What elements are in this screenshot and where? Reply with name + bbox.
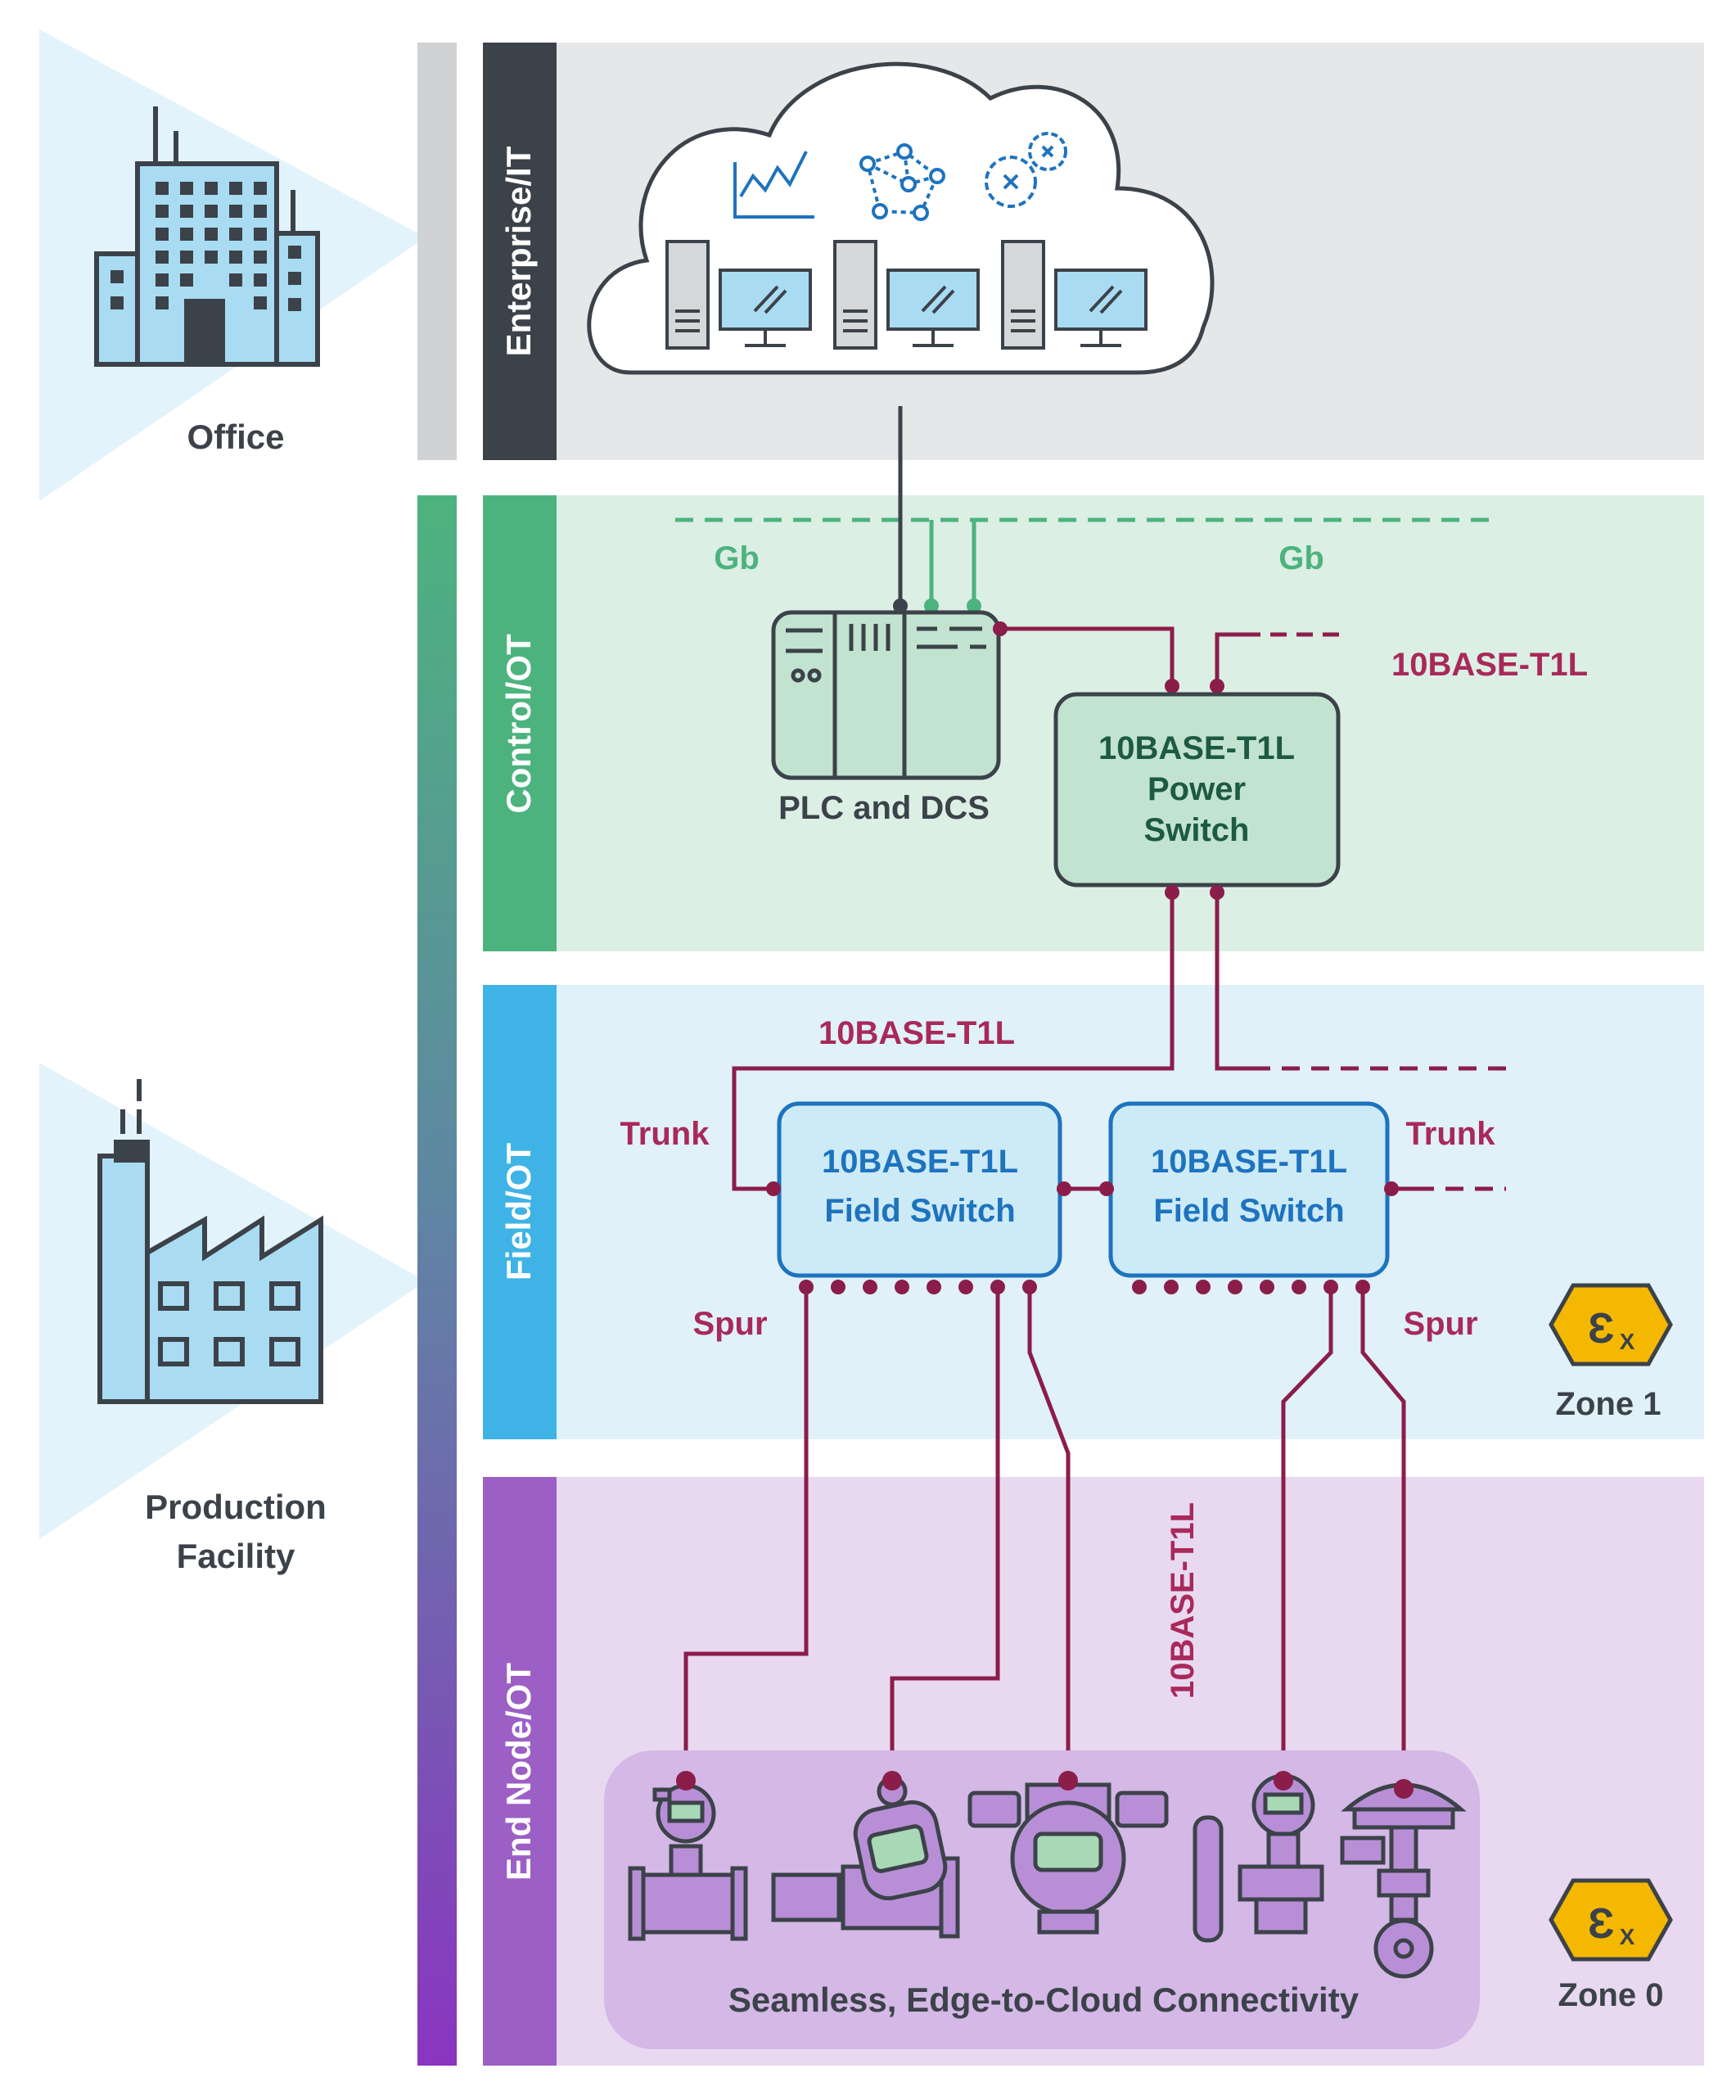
flowmeter-icon	[628, 1783, 748, 1941]
power-switch-line3: Switch	[1144, 812, 1250, 848]
port-dot	[1057, 1181, 1071, 1196]
port-dot	[924, 598, 939, 613]
end-node-caption: Seamless, Edge-to-Cloud Connectivity	[728, 1980, 1359, 2019]
gears-icon	[985, 132, 1067, 208]
svg-text:Ɛ: Ɛ	[1588, 1305, 1615, 1353]
gb-label-left: Gb	[714, 540, 760, 576]
factory-building-icon	[97, 1079, 323, 1404]
spur-label-right: Spur	[1403, 1306, 1477, 1342]
port-dot	[1165, 679, 1179, 693]
production-label-line2: Facility	[177, 1537, 295, 1575]
field-switch-left-line2: Field Switch	[824, 1193, 1015, 1229]
mass-flow-meter-icon	[771, 1776, 960, 1939]
field-switch-right-line1: 10BASE-T1L	[1151, 1144, 1347, 1180]
port-dot	[1058, 1771, 1078, 1791]
port-dot	[993, 621, 1008, 636]
end-node-band-label: End Node/OT	[499, 1663, 538, 1881]
chart-icon	[733, 151, 814, 219]
spur-label-left: Spur	[692, 1306, 767, 1342]
t1l-label-control: 10BASE-T1L	[1391, 647, 1588, 683]
transmitter-icon	[967, 1782, 1169, 1935]
port-dot	[893, 598, 908, 613]
plc-dcs-icon	[771, 610, 1001, 780]
t1l-vertical-label: 10BASE-T1L	[1165, 1502, 1201, 1699]
computer-icon	[665, 240, 812, 350]
control-band-label: Control/OT	[499, 634, 538, 814]
field-tab	[483, 985, 557, 1439]
production-label-line1: Production	[145, 1488, 327, 1526]
office-label: Office	[187, 418, 284, 456]
field-switch-left-line1: 10BASE-T1L	[822, 1144, 1018, 1180]
port-dot	[882, 1771, 902, 1791]
computer-icon	[1001, 240, 1148, 350]
plc-label: PLC and DCS	[778, 790, 990, 826]
zone1-label: Zone 1	[1556, 1386, 1662, 1422]
t1l-control-lines	[1000, 626, 1342, 686]
computer-icon	[833, 240, 980, 350]
svg-text:X: X	[1620, 1329, 1635, 1354]
field-switch-right-box	[1108, 1101, 1390, 1278]
port-dot	[676, 1771, 696, 1791]
network-icon	[859, 143, 945, 221]
it-rail	[417, 43, 457, 460]
spur-ports-right	[1132, 1280, 1370, 1294]
zone0-label: Zone 0	[1558, 1977, 1664, 2013]
svg-text:X: X	[1620, 1924, 1635, 1949]
level-transmitter-icon	[1193, 1773, 1324, 1943]
port-dot	[1394, 1779, 1414, 1799]
ot-rail	[417, 495, 457, 2066]
ex-zone0-icon: Ɛ X	[1549, 1878, 1673, 1962]
t1l-label-field: 10BASE-T1L	[818, 1015, 1015, 1051]
port-dot	[766, 1181, 781, 1196]
port-dot	[967, 598, 981, 613]
enterprise-band-label: Enterprise/IT	[499, 146, 538, 356]
end-node-tab	[483, 1477, 557, 2066]
power-switch-box	[1053, 692, 1341, 887]
ex-zone1-icon: Ɛ X	[1549, 1283, 1673, 1366]
field-switch-right-line2: Field Switch	[1153, 1193, 1344, 1229]
spur-lines	[683, 1287, 1406, 1789]
control-tab	[483, 495, 557, 951]
port-dot	[1274, 1771, 1293, 1791]
trunk-label-right: Trunk	[1406, 1116, 1496, 1152]
control-valve-icon	[1340, 1782, 1467, 1979]
gb-ethernet-lines	[675, 517, 1490, 606]
port-dot	[1210, 679, 1224, 693]
field-band-label: Field/OT	[499, 1143, 538, 1280]
field-band	[483, 985, 1704, 1439]
office-building-icon	[94, 106, 320, 367]
enterprise-tab	[483, 43, 557, 460]
port-dot	[1099, 1181, 1114, 1196]
power-switch-line2: Power	[1148, 771, 1246, 807]
svg-text:Ɛ: Ɛ	[1588, 1900, 1615, 1948]
port-dot	[1384, 1181, 1399, 1196]
power-switch-line1: 10BASE-T1L	[1098, 730, 1295, 766]
gb-label-right: Gb	[1278, 540, 1324, 576]
field-switch-left-box	[777, 1101, 1062, 1278]
trunk-label-left: Trunk	[620, 1116, 710, 1152]
